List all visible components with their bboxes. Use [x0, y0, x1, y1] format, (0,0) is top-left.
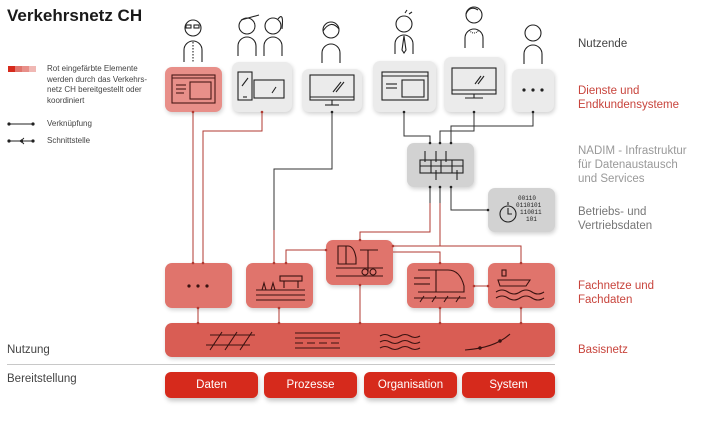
- pill-system[interactable]: System: [462, 372, 555, 398]
- legend-description: Rot eingefärbte Elemente werden durch da…: [47, 64, 147, 106]
- more-dots-icon: [522, 88, 544, 92]
- ship-icon: [495, 269, 545, 301]
- multimodal-transport-icon: [336, 245, 383, 277]
- woman-with-necklace-icon: [464, 6, 484, 48]
- rail-track-icon: [206, 331, 255, 351]
- link-line: [284, 248, 328, 265]
- layer-label-base-net: Basisnetz: [578, 344, 628, 356]
- binary-text-icon: 110011: [520, 209, 542, 216]
- water-waves-icon: [379, 333, 421, 351]
- label-line: Vertriebsdaten: [578, 220, 653, 232]
- label-line: Endkundensysteme: [578, 99, 680, 111]
- woman-icon: [321, 21, 341, 63]
- label-line: und Services: [578, 173, 645, 185]
- link-line: [358, 203, 431, 242]
- legend-line: koordiniert: [47, 95, 85, 105]
- binary-text-icon: 00110: [518, 195, 536, 202]
- person-with-glasses-icon: [183, 19, 203, 62]
- link-line: [273, 110, 334, 263]
- desktop-monitor-icon: [309, 74, 355, 106]
- layer-label-domain-nets: Fachnetze und Fachdaten: [578, 279, 654, 307]
- two-persons-icon: [237, 14, 284, 56]
- more-dots-icon: [187, 284, 209, 288]
- road-construction-icon: [256, 275, 305, 301]
- link-line: [440, 245, 523, 265]
- desktop-monitor-icon: [451, 67, 497, 99]
- man-with-tie-icon: [394, 9, 414, 54]
- layer-label-operations: Betriebs- und Vertriebsdaten: [578, 205, 652, 233]
- interface-line: [402, 110, 432, 145]
- label-line: Fachnetze und: [578, 280, 655, 292]
- label-line: Fachdaten: [578, 294, 633, 306]
- road-lanes-icon: [295, 332, 340, 349]
- stopwatch-data-icon: [499, 202, 517, 223]
- legend-link-label: Verknüpfung: [47, 119, 92, 128]
- link-symbol-icon: [7, 122, 35, 126]
- label-line: Betriebs- und: [578, 206, 647, 218]
- layer-label-nadim: NADIM - Infrastruktur für Datenaustausch…: [578, 144, 687, 186]
- network-switch-icon: [419, 151, 464, 180]
- interface-line: [438, 110, 476, 145]
- link-line: [393, 251, 442, 265]
- label-line: für Datenaustausch: [578, 159, 678, 171]
- mobile-devices-icon: [237, 71, 285, 101]
- layer-label-services: Dienste und Endkundensysteme: [578, 84, 679, 112]
- web-app-icon: [381, 71, 429, 101]
- service-box-web-app[interactable]: [373, 61, 436, 112]
- train-icon: [414, 269, 466, 303]
- service-box-mobile[interactable]: [232, 62, 292, 112]
- legend-line: werden durch das Verkehrs-: [47, 74, 148, 84]
- legend-interface-label: Schnittstelle: [47, 136, 91, 145]
- binary-text-icon: 101: [526, 216, 537, 223]
- interface-symbol-icon: [7, 137, 35, 145]
- base-net-bar[interactable]: [165, 323, 555, 357]
- legend-symbols: [7, 122, 35, 145]
- provision-label: Bereitstellung: [7, 373, 77, 385]
- link-line: [201, 110, 264, 265]
- operations-data-box[interactable]: [488, 188, 555, 232]
- pill-organisation[interactable]: Organisation: [364, 372, 457, 398]
- legend-line: Rot eingefärbte Elemente: [47, 64, 138, 73]
- connection-lines: [191, 110, 535, 325]
- web-app-icon: [171, 74, 216, 104]
- generic-person-icon: [523, 24, 543, 64]
- service-box-desktop-2[interactable]: [444, 57, 504, 112]
- label-line: Dienste und: [578, 85, 640, 97]
- pill-data[interactable]: Daten: [165, 372, 258, 398]
- usage-provision-divider: [7, 364, 555, 365]
- label-line: NADIM - Infrastruktur: [578, 145, 687, 157]
- domain-box-multimodal[interactable]: [326, 240, 393, 285]
- binary-text-icon: 0110101: [516, 202, 542, 209]
- interface-line: [449, 110, 535, 145]
- legend-color-swatch: [8, 66, 36, 72]
- link-line: [391, 203, 441, 248]
- interface-line: [449, 185, 490, 212]
- usage-label: Nutzung: [7, 344, 50, 356]
- cable-line-icon: [464, 333, 511, 351]
- layer-label-users: Nutzende: [578, 38, 628, 50]
- pill-processes[interactable]: Prozesse: [264, 372, 357, 398]
- diagram-title: Verkehrsnetz CH: [7, 6, 143, 25]
- legend-line: netz CH bereitgestellt oder: [47, 85, 142, 94]
